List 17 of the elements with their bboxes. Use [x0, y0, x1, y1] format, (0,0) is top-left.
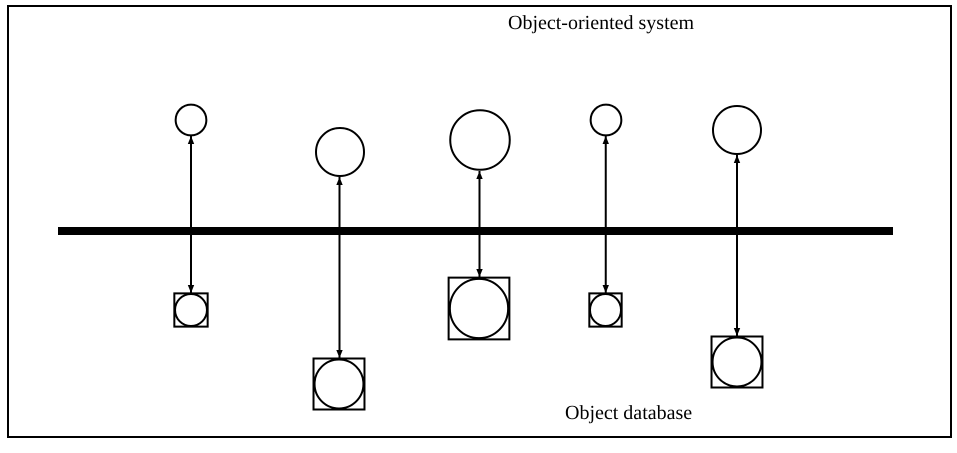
- boxed-circle-node: [174, 293, 208, 327]
- boxed-circle-node: [711, 336, 763, 388]
- boxed-circle-node: [589, 293, 622, 327]
- heading-label: Object database: [565, 401, 692, 426]
- heading-label: Object-oriented system: [508, 11, 694, 36]
- double-arrow: [734, 155, 740, 336]
- circle-node: [449, 109, 511, 171]
- circle-node: [712, 105, 762, 155]
- double-arrow: [188, 136, 194, 293]
- circle-node: [315, 127, 365, 177]
- double-arrow: [602, 136, 609, 293]
- boxed-circle-node: [448, 277, 510, 340]
- boxed-circle-node: [313, 358, 365, 410]
- double-arrow: [476, 171, 483, 277]
- circle-node: [590, 104, 622, 136]
- circle-node: [175, 104, 207, 136]
- double-arrow: [336, 177, 343, 358]
